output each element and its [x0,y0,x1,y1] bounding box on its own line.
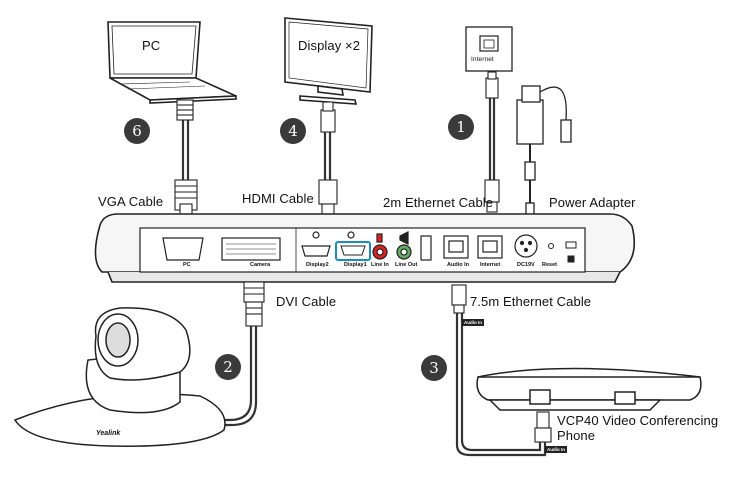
reset-button-icon [548,243,554,249]
display-label: Display ×2 [298,38,361,53]
wall-jack-icon [465,26,513,72]
lock-slot-icon [565,241,577,263]
port-label-display1: Display1 [344,262,367,268]
audio-in-cable-tag-top [462,319,484,326]
dc-power-port-icon [514,234,538,258]
hdmi-connector-top-icon [320,101,336,133]
step-badge-4: 4 [280,118,306,144]
step-badge-3: 3 [421,355,447,381]
vcp40-phone-icon [476,367,702,411]
ethernet-plug-top-icon [485,71,499,99]
power-adapter-icon [516,85,572,218]
internet-jack-label: Internet [471,56,494,63]
ethernet-plug-audio-in-icon [451,284,467,314]
ethernet-75m-label: 7.5m Ethernet Cable [470,294,592,309]
audio-in-port-icon [443,235,469,259]
power-adapter-label: Power Adapter [549,195,636,210]
cable-tag-audio-in-bottom: Audio In [547,447,565,452]
port-label-internet: Internet [480,262,501,268]
hdmi-connector-bottom-icon [318,179,338,215]
hdmi-port-display1-icon [335,231,371,261]
display-icon [284,17,373,105]
camera-icon [13,307,226,447]
port-label-reset: Reset [542,262,557,268]
vga-port-icon [162,237,204,261]
cable-tag-audio-in-top: Audio In [464,320,482,325]
port-label-line-out: Line Out [395,262,418,268]
pc-label: PC [142,38,161,53]
ethernet-2m-label: 2m Ethernet Cable [383,195,494,210]
dvi-cable-label: DVI Cable [276,294,337,309]
camera-brand-label: Yealink [96,430,121,437]
step-badge-1: 1 [448,114,474,140]
line-out-port-icon [396,231,412,260]
ethernet-plug-bottom-icon [484,179,500,213]
audio-in-cable-tag-bottom [545,446,567,453]
hdmi-cable-label: HDMI Cable [242,191,314,206]
internet-port-icon [477,235,503,259]
laptop-icon [107,21,237,104]
port-label-line-in: Line In [371,262,389,268]
ethernet-cable-2m-line [488,96,496,180]
port-label-pc: PC [183,262,191,268]
vcp40-label-line2: Phone [557,428,596,443]
line-in-port-icon [372,233,388,260]
ethernet-cable-75m-line [455,300,547,457]
ethernet-plug-phone-icon [534,411,552,443]
step-badge-2: 2 [215,354,241,380]
port-label-camera: Camera [250,262,271,268]
step-badge-6: 6 [124,118,150,144]
port-label-dc19v: DC19V [517,262,535,268]
port-label-display2: Display2 [306,262,329,268]
vcp40-label-line1: VCP40 Video Conferencing [557,413,719,428]
vga-connector-bottom-icon [174,179,198,215]
hdmi-cable-line [323,130,332,180]
port-label-audio-in: Audio In [447,262,469,268]
vga-connector-top-icon [176,99,194,121]
dvi-port-icon [221,237,281,261]
hdmi-port-display2-icon [301,231,331,257]
vga-cable-line [181,118,190,180]
dvi-connector-icon [243,281,265,327]
dvi-cable-line [190,300,258,427]
vga-cable-label: VGA Cable [98,194,164,209]
usb-port-icon [420,235,432,261]
